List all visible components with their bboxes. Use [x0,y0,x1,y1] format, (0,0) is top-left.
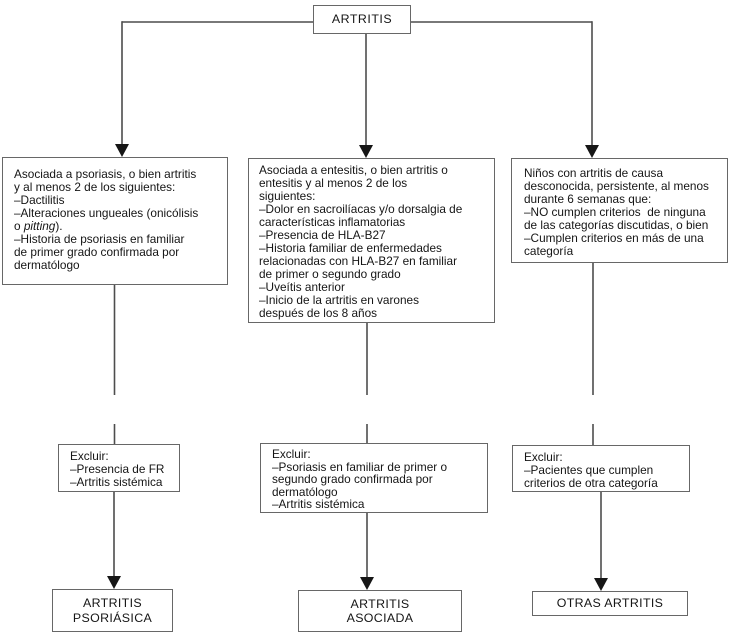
criteria-psoriasis-text-part1: Asociada a psoriasis, o bien artritis y … [14,167,199,233]
arrow-down-icon [594,578,608,591]
criteria-psoriasis-text-part2: ). –Historia de psoriasis en familiar de… [14,219,185,272]
arrow-down-icon [359,145,373,158]
criteria-psoriasis-node: Asociada a psoriasis, o bien artritis y … [2,157,228,285]
arrow-down-icon [360,577,374,590]
criteria-psoriasis-text: Asociada a psoriasis, o bien artritis y … [14,168,221,272]
exclusion-otras-node: Excluir: –Pacientes que cumplen criterio… [512,445,690,492]
result-psoriasica-label: ARTRITIS PSORIÁSICA [72,596,153,625]
exclusion-otras-text: Excluir: –Pacientes que cumplen criterio… [524,450,658,490]
root-node-artritis: ARTRITIS [313,5,411,34]
result-node-otras-artritis: OTRAS ARTRITIS [532,591,688,616]
arrow-down-icon [585,145,599,158]
result-node-artritis-asociada: ARTRITIS ASOCIADA [298,590,462,632]
criteria-otras-node: Niños con artritis de causa desconocida,… [511,158,728,263]
result-asociada-label: ARTRITIS ASOCIADA [346,596,414,626]
root-label: ARTRITIS [331,12,393,27]
exclusion-psoriasis-node: Excluir: –Presencia de FR –Artritis sist… [58,444,180,492]
result-otras-label: OTRAS ARTRITIS [556,596,664,611]
exclusion-psoriasis-text: Excluir: –Presencia de FR –Artritis sist… [70,449,165,489]
criteria-entesitis-text: Asociada a entesitis, o bien artritis o … [259,163,463,320]
arrow-down-icon [107,576,121,589]
exclusion-entesitis-text: Excluir: –Psoriasis en familiar de prime… [272,447,448,512]
criteria-psoriasis-italic-term: pitting [23,219,56,233]
result-node-artritis-psoriasica: ARTRITIS PSORIÁSICA [52,589,173,632]
exclusion-entesitis-node: Excluir: –Psoriasis en familiar de prime… [260,443,488,513]
criteria-entesitis-node: Asociada a entesitis, o bien artritis o … [248,158,495,323]
criteria-otras-text: Niños con artritis de causa desconocida,… [524,166,709,258]
arrow-down-icon [115,144,129,157]
